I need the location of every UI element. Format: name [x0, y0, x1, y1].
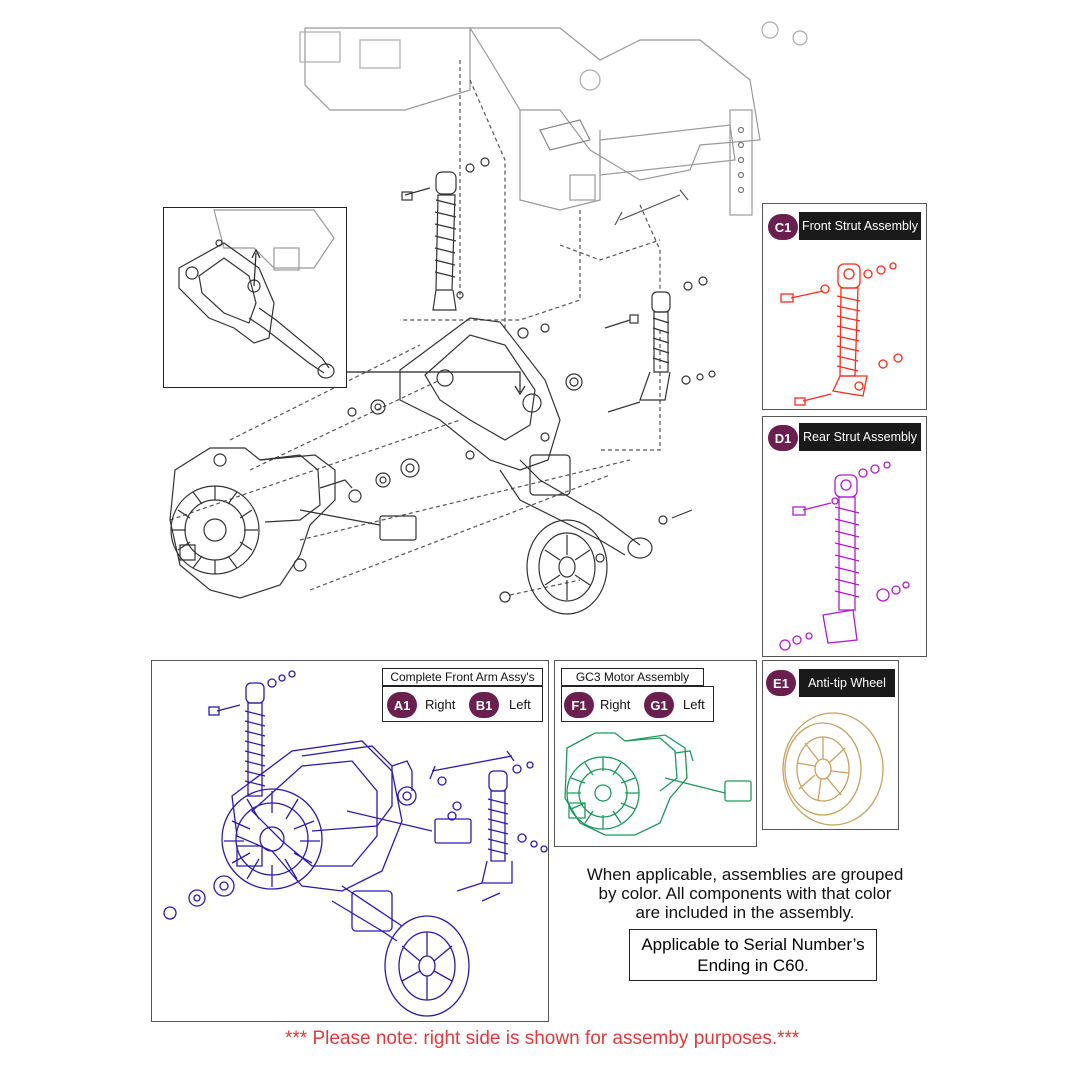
motor-panel: GC3 Motor Assembly F1 Right G1 Left [554, 660, 757, 847]
anti-tip-wheel-panel: E1 Anti-tip Wheel [762, 660, 899, 830]
front-arm-label: Complete Front Arm Assy's [382, 668, 543, 686]
grouping-note-line2: by color. All components with that color [598, 884, 892, 903]
serial-note-line1: Applicable to Serial Number’s [641, 935, 865, 954]
grouping-note-line3: are included in the assembly. [635, 903, 855, 922]
inset-detail-box [163, 207, 347, 388]
rear-strut-panel: D1 Rear Strut Assembly [762, 416, 927, 657]
leader-lines [169, 60, 661, 596]
d1-badge: D1 [768, 425, 798, 451]
g1-badge: G1 [644, 692, 674, 718]
grouping-note-line1: When applicable, assemblies are grouped [586, 865, 904, 884]
center-anti-tip-wheel [499, 519, 608, 615]
e1-badge: E1 [766, 670, 796, 696]
frame-drawing [299, 21, 808, 226]
f1-badge: F1 [564, 692, 594, 718]
rear-strut-drawing [779, 461, 910, 651]
c1-badge: C1 [768, 214, 798, 240]
front-arm-plate [399, 317, 693, 563]
front-strut-label: Front Strut Assembly [799, 212, 921, 240]
front-strut-panel: C1 Front Strut Assembly [762, 203, 927, 410]
center-front-strut [401, 157, 490, 311]
front-arm-panel: Complete Front Arm Assy's A1 Right B1 Le… [151, 660, 549, 1022]
front-arm-drawing [163, 670, 548, 1017]
center-rear-strut [565, 276, 716, 413]
g1-side-label: Left [683, 697, 705, 712]
a1-badge: A1 [387, 692, 417, 718]
inset-detail-drawing [178, 209, 335, 379]
rear-strut-label: Rear Strut Assembly [799, 423, 921, 451]
center-motor [169, 447, 417, 599]
motor-drawing [564, 732, 752, 836]
front-strut-drawing [780, 262, 903, 406]
f1-side-label: Right [600, 697, 631, 712]
anti-tip-wheel-drawing [782, 712, 884, 826]
serial-note-line2: Ending in C60. [697, 956, 809, 975]
serial-number-box: Applicable to Serial Number’s Ending in … [629, 929, 877, 981]
grouping-note: When applicable, assemblies are grouped … [565, 865, 925, 922]
b1-side-label: Left [509, 697, 531, 712]
a1-side-label: Right [425, 697, 456, 712]
anti-tip-wheel-label: Anti-tip Wheel [799, 669, 895, 697]
b1-badge: B1 [469, 692, 499, 718]
motor-label: GC3 Motor Assembly [561, 668, 704, 686]
assembly-footer-note: *** Please note: right side is shown for… [285, 1028, 800, 1049]
